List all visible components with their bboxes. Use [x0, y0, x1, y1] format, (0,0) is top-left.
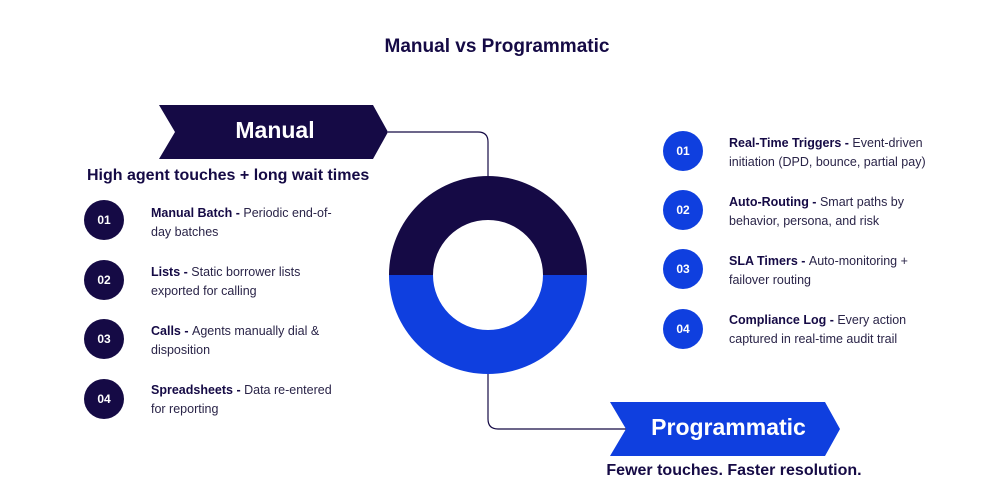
- programmatic-label: Programmatic: [651, 414, 806, 440]
- manual-item: Lists - Static borrower lists exported f…: [151, 265, 301, 298]
- manual-item: Spreadsheets - Data re-entered for repor…: [151, 383, 332, 416]
- donut-bottom-programmatic: [389, 275, 587, 374]
- manual-step-number: 03: [84, 319, 124, 359]
- connector-top: [388, 131, 489, 176]
- programmatic-banner: [610, 402, 840, 456]
- manual-item: Manual Batch - Periodic end-of-day batch…: [151, 206, 332, 239]
- programmatic-item: Real-Time Triggers - Event-driven initia…: [729, 136, 926, 169]
- manual-item: Calls - Agents manually dial & dispositi…: [151, 324, 320, 357]
- donut-top-manual: [389, 176, 587, 275]
- manual-banner: [159, 105, 388, 159]
- page-title: Manual vs Programmatic: [384, 36, 610, 57]
- manual-label: Manual: [235, 117, 315, 143]
- manual-subtitle: High agent touches + long wait times: [87, 167, 370, 184]
- programmatic-step-number: 01: [663, 131, 703, 171]
- manual-step-number: 04: [84, 379, 124, 419]
- programmatic-step-number: 03: [663, 249, 703, 289]
- programmatic-step-number: 04: [663, 309, 703, 349]
- programmatic-subtitle: Fewer touches. Faster resolution.: [606, 462, 862, 479]
- manual-step-number: 02: [84, 260, 124, 300]
- programmatic-step-number: 02: [663, 190, 703, 230]
- programmatic-item: SLA Timers - Auto-monitoring + failover …: [729, 254, 908, 287]
- programmatic-item: Auto-Routing - Smart paths by behavior, …: [729, 195, 905, 228]
- connector-bottom: [487, 374, 626, 430]
- manual-step-number: 01: [84, 200, 124, 240]
- programmatic-item: Compliance Log - Every action captured i…: [729, 313, 907, 346]
